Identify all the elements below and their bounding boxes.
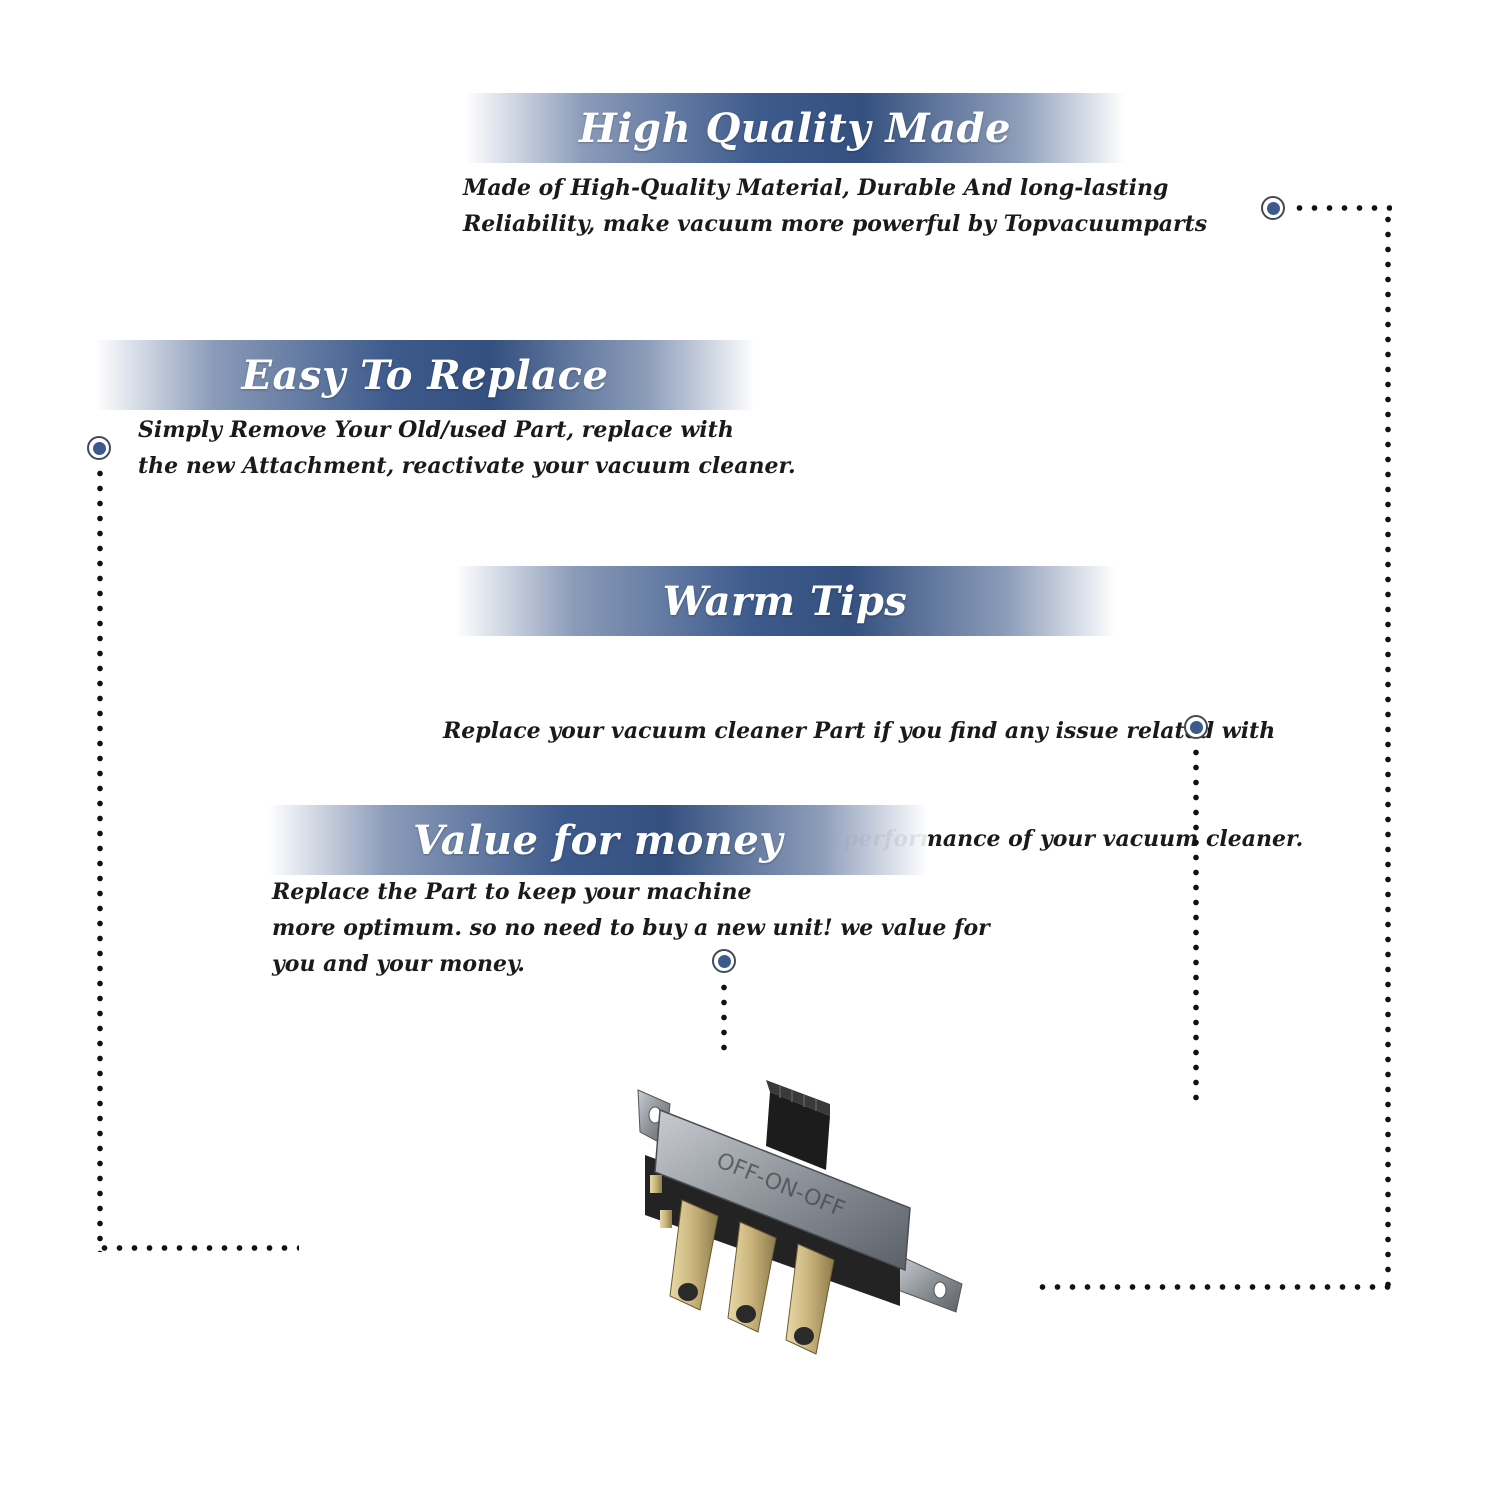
banner-title: Warm Tips <box>662 577 908 625</box>
description-high-quality-made: Made of High-Quality Material, Durable A… <box>463 170 1207 242</box>
description-line: Replace the Part to keep your machine <box>272 879 752 905</box>
description-line: more optimum. so no need to buy a new un… <box>272 915 990 941</box>
dotted-connector <box>1292 205 1392 211</box>
banner-warm-tips: Warm Tips <box>455 566 1115 636</box>
banner-title: Value for money <box>412 816 784 864</box>
terminal-3 <box>785 1243 835 1355</box>
switch-cover <box>654 1108 911 1272</box>
bullet-marker-icon <box>87 436 111 460</box>
slider-knob <box>766 1080 830 1170</box>
terminal-2 <box>727 1221 777 1333</box>
bullet-marker-icon <box>1184 715 1208 739</box>
description-value-for-money: Replace the Part to keep your machine mo… <box>272 874 990 982</box>
banner-high-quality-made: High Quality Made <box>465 93 1125 163</box>
description-line: Reliability, make vacuum more powerful b… <box>463 211 1208 237</box>
dotted-connector <box>97 466 103 1252</box>
dotted-connector <box>1385 212 1391 1292</box>
dotted-connector <box>97 1245 299 1251</box>
description-easy-to-replace: Simply Remove Your Old/used Part, replac… <box>138 412 796 484</box>
bullet-marker-icon <box>712 949 736 973</box>
description-line: Made of High-Quality Material, Durable A… <box>463 175 1169 201</box>
dotted-connector <box>721 980 727 1055</box>
description-line: you and your money. <box>272 951 525 977</box>
description-line: Simply Remove Your Old/used Part, replac… <box>138 417 734 443</box>
slide-switch-product-image: OFF-ON-OFF <box>637 1080 963 1355</box>
banner-title: Easy To Replace <box>241 351 609 399</box>
dotted-connector <box>1035 1284 1391 1290</box>
mounting-tab-right <box>897 1255 963 1313</box>
dotted-connector <box>1193 745 1199 1105</box>
description-line: the new Attachment, reactivate your vacu… <box>138 453 796 479</box>
banner-value-for-money: Value for money <box>268 805 928 875</box>
banner-easy-to-replace: Easy To Replace <box>95 340 755 410</box>
bullet-marker-icon <box>1261 196 1285 220</box>
description-line: Replace your vacuum cleaner Part if you … <box>443 718 1276 744</box>
terminal-1 <box>669 1199 719 1311</box>
banner-title: High Quality Made <box>579 104 1011 152</box>
